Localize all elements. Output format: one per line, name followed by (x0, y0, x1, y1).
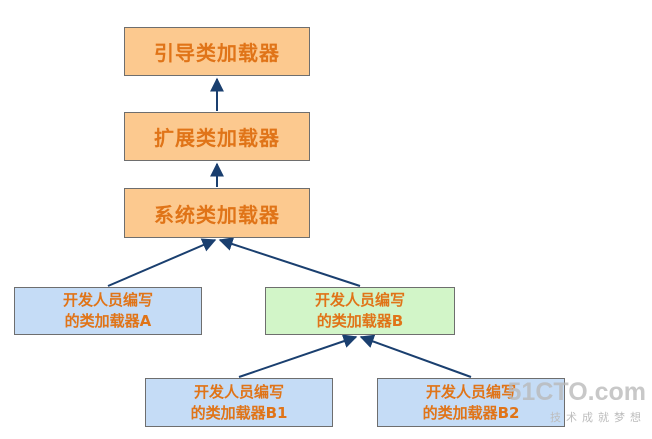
node-label: 扩展类加载器 (154, 126, 280, 150)
developer-class-loader-b2-node: 开发人员编写 的类加载器B2 (377, 378, 565, 427)
bootstrap-class-loader-node: 引导类加载器 (124, 27, 310, 76)
developer-class-loader-b1-node: 开发人员编写 的类加载器B1 (145, 378, 333, 427)
developer-class-loader-b-node: 开发人员编写 的类加载器B (265, 287, 455, 335)
arrow-b2-to-b (359, 334, 472, 378)
node-label: 引导类加载器 (154, 41, 280, 65)
node-label: 开发人员编写 的类加载器B1 (190, 382, 288, 422)
node-label: 开发人员编写 的类加载器B (314, 291, 405, 330)
developer-class-loader-a-node: 开发人员编写 的类加载器A (14, 287, 202, 335)
arrow-b-to-sys (218, 237, 361, 287)
node-label: 开发人员编写 的类加载器A (62, 291, 153, 330)
arrow-a-to-sys (107, 238, 217, 287)
node-label: 系统类加载器 (154, 202, 280, 227)
arrow-b1-to-b (238, 334, 358, 378)
node-label: 开发人员编写 的类加载器B2 (422, 382, 520, 422)
extension-class-loader-node: 扩展类加载器 (124, 112, 310, 161)
system-class-loader-node: 系统类加载器 (124, 188, 310, 238)
